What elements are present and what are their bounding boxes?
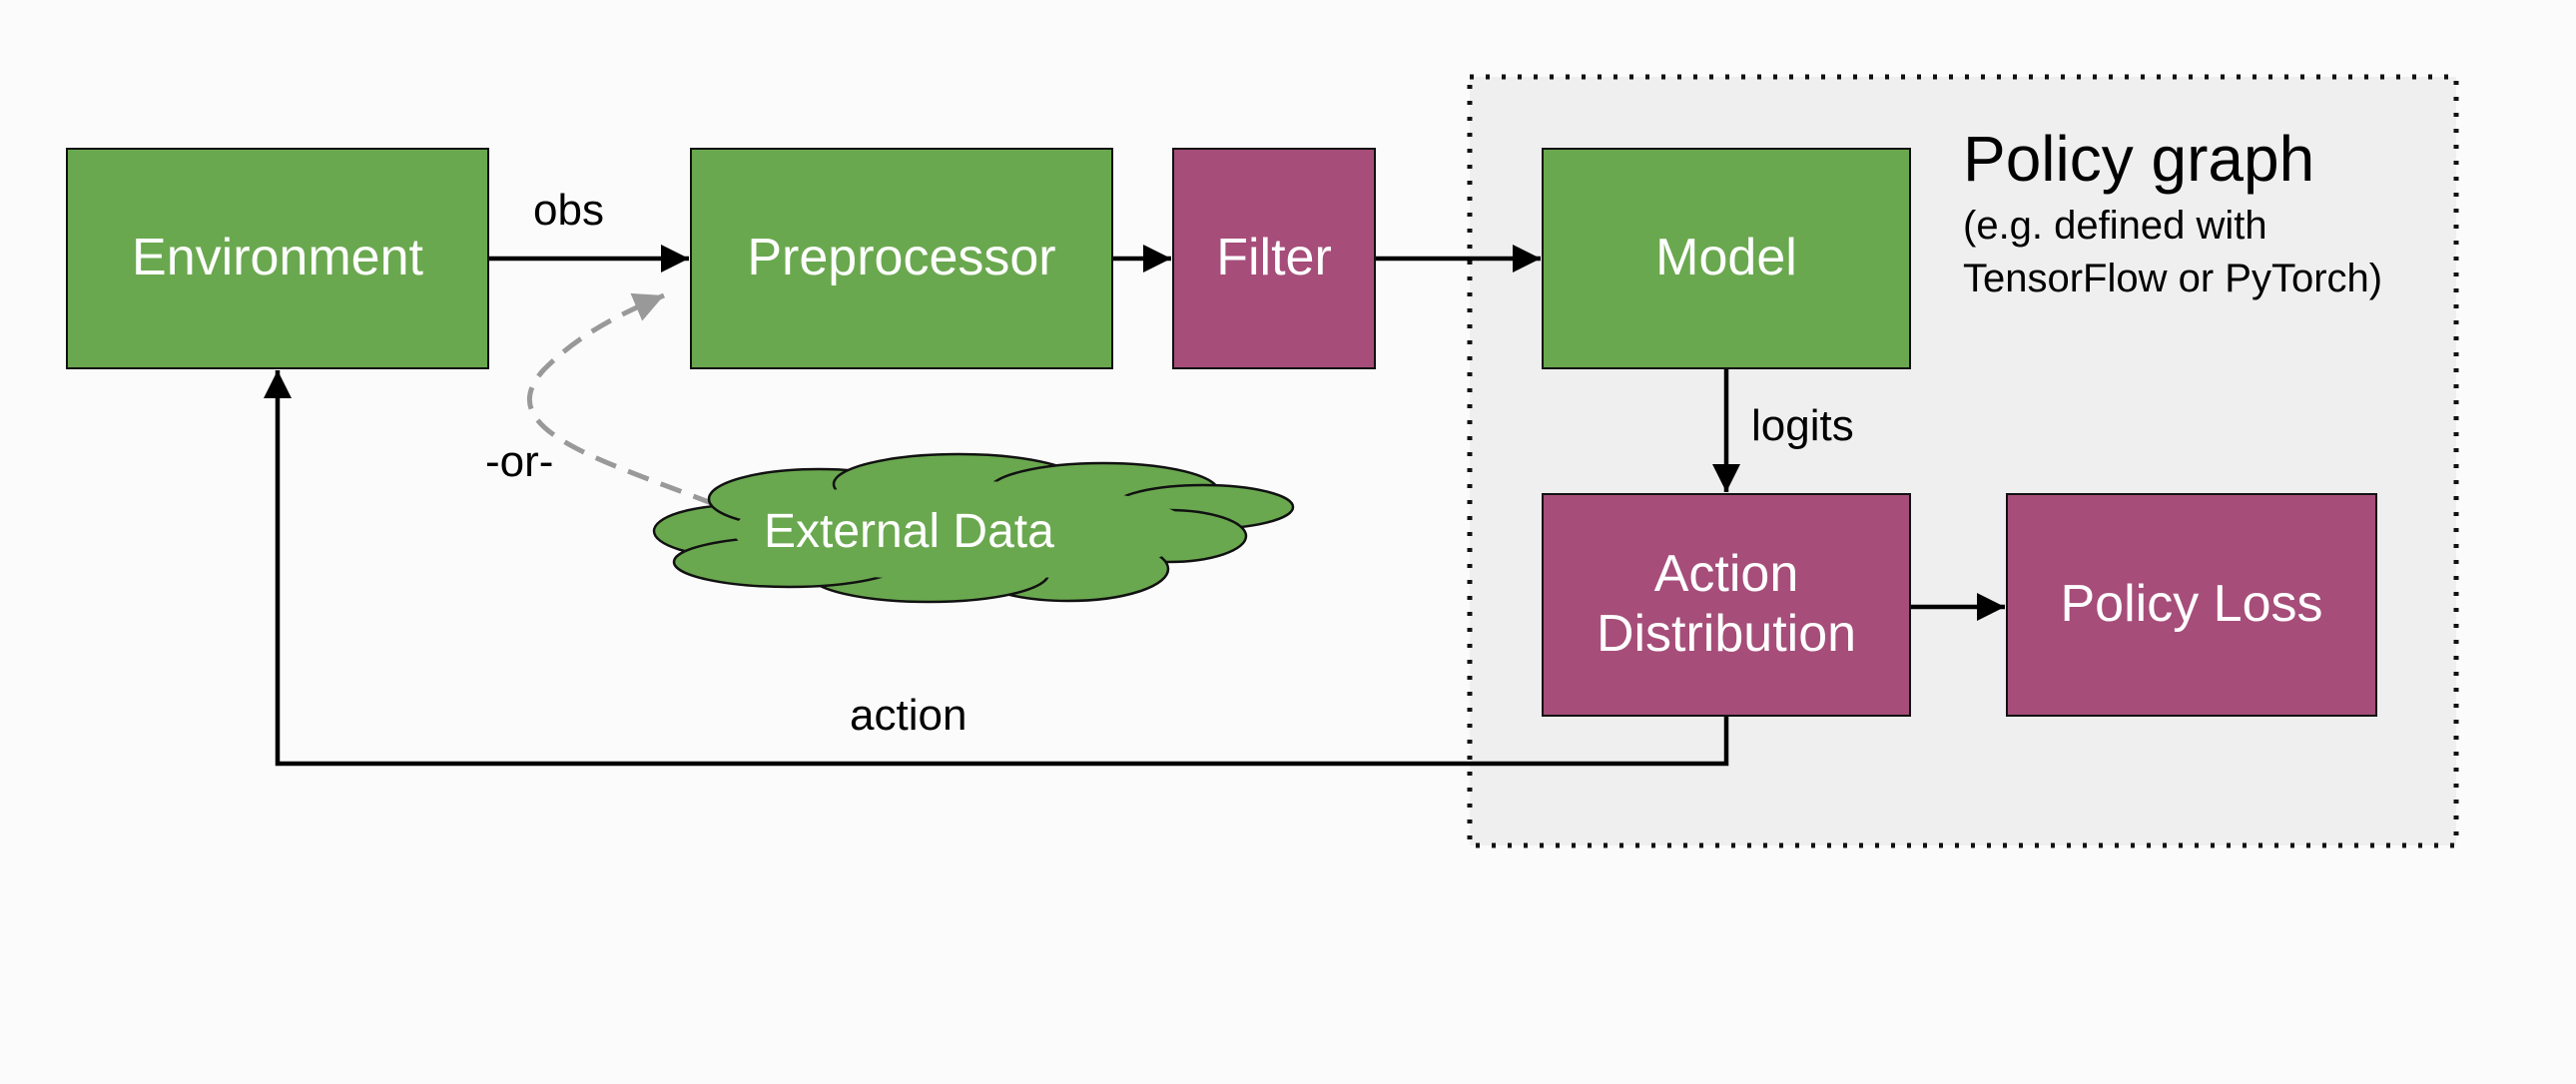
policy-loss-node: Policy Loss <box>2006 493 2377 717</box>
logits-label: logits <box>1751 401 1854 450</box>
obs-label: obs <box>533 186 604 235</box>
action-label: action <box>850 691 967 740</box>
external-data-dashed-arrow <box>527 292 715 507</box>
environment-label: Environment <box>132 229 423 287</box>
model-label: Model <box>1655 229 1797 287</box>
environment-node: Environment <box>66 148 489 369</box>
preprocessor-node: Preprocessor <box>690 148 1113 369</box>
action-distribution-label-line1: Action <box>1653 545 1799 604</box>
policy-loss-label: Policy Loss <box>2060 575 2323 634</box>
or-label: -or- <box>485 437 554 486</box>
model-node: Model <box>1542 148 1911 369</box>
external-data-label: External Data <box>764 505 1054 558</box>
action-distribution-node: Action Distribution <box>1542 493 1911 717</box>
policy-graph-subtitle-line1: (e.g. defined with <box>1963 204 2267 248</box>
external-data-cloud <box>652 452 1295 604</box>
filter-node: Filter <box>1172 148 1376 369</box>
preprocessor-label: Preprocessor <box>747 229 1056 287</box>
policy-graph-title: Policy graph <box>1963 123 2315 195</box>
policy-graph-subtitle-line2: TensorFlow or PyTorch) <box>1963 257 2383 300</box>
action-distribution-label-line2: Distribution <box>1596 605 1857 663</box>
action-feedback-arrow <box>264 370 1729 767</box>
filter-label: Filter <box>1216 229 1332 287</box>
